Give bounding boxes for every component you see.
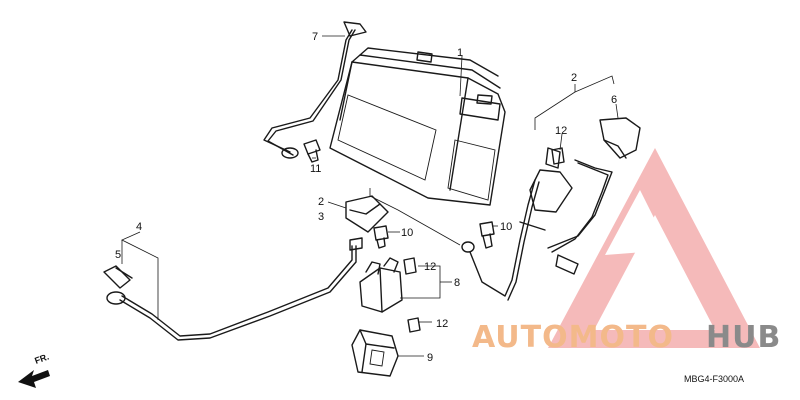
callout-7: 7: [312, 31, 318, 43]
ground-cable: [106, 237, 363, 341]
starter-relay: [359, 257, 403, 313]
callout-2-upper: 2: [571, 72, 577, 84]
diagram-code: MBG4-F3000A: [684, 374, 744, 384]
fuse-lower: [407, 317, 421, 333]
callout-8: 8: [454, 277, 460, 289]
negative-cable: [263, 21, 367, 159]
leader-lines: [121, 35, 619, 357]
battery: [329, 47, 506, 206]
callout-3: 3: [318, 211, 324, 223]
front-direction-icon: FR.: [18, 352, 50, 388]
callout-12-upper: 12: [424, 261, 436, 273]
positive-cable: [461, 147, 613, 301]
callout-11: 11: [310, 163, 321, 175]
bolt: [303, 139, 321, 163]
callout-5: 5: [115, 249, 121, 261]
callout-12-lower: 12: [436, 318, 448, 330]
terminal-cover: [599, 117, 641, 159]
bolt-ten-lower: [373, 225, 389, 249]
watermark-logo-triangle: [548, 148, 760, 348]
callout-10-right: 10: [500, 221, 512, 233]
callout-9: 9: [427, 352, 433, 364]
callout-6: 6: [611, 94, 617, 106]
fuse-upper: [403, 257, 417, 275]
fuse-right: [551, 147, 565, 165]
direction-label: FR.: [33, 352, 50, 366]
watermark-logo: AUTOMOTO HUB: [472, 320, 781, 355]
relay-box: [351, 329, 399, 377]
relay-cover: [345, 195, 389, 233]
callout-10-left: 10: [401, 227, 413, 239]
callout-2-left: 2: [318, 196, 324, 208]
bolt-ten-upper: [479, 221, 495, 249]
callout-12-right: 12: [555, 125, 567, 137]
callout-1: 1: [457, 47, 463, 59]
callout-4: 4: [136, 221, 142, 233]
watermark-text-primary: AUTOMOTO: [472, 320, 674, 355]
bolt-five: [103, 265, 133, 289]
watermark-text-secondary: HUB: [706, 320, 781, 355]
